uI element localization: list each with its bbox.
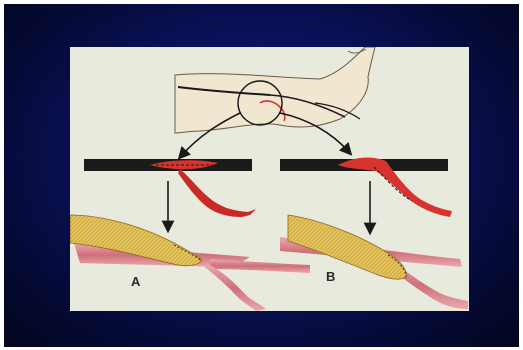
slide-background: A B [4, 4, 519, 347]
illustration-plate: A B [70, 47, 469, 311]
leg-illustration [175, 47, 375, 133]
panel-label-a: A [131, 274, 140, 289]
surgical-diagram [70, 47, 469, 311]
vein-artery-left [84, 159, 256, 217]
vein-artery-right [280, 158, 452, 217]
graft-right [280, 215, 468, 309]
panel-label-b: B [326, 269, 335, 284]
graft-left [70, 215, 310, 311]
